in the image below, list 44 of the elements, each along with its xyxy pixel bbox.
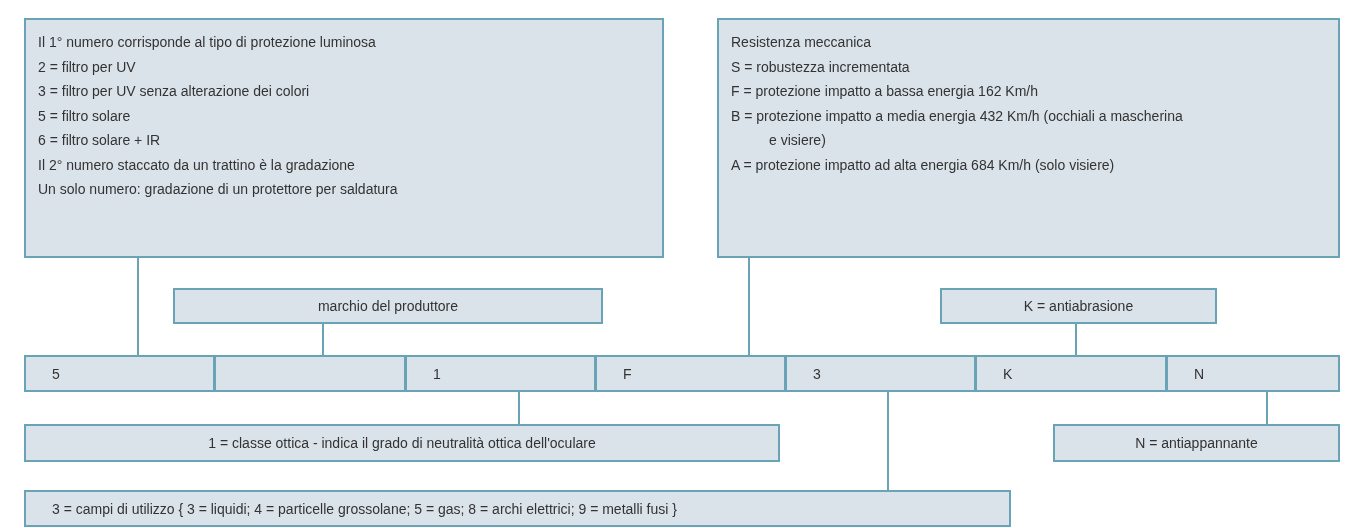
leader-line <box>1075 323 1077 356</box>
code-symbol: 3 <box>813 365 821 382</box>
legend-panel <box>24 424 780 462</box>
description-text: K = antiabrasione <box>1023 298 1134 314</box>
code-cell <box>785 355 976 392</box>
code-cell <box>595 355 786 392</box>
description-text: N = antiappannante <box>1135 435 1258 451</box>
code-cell <box>975 355 1167 392</box>
description-text: 2 = filtro per UV <box>38 57 136 77</box>
description-text: 1 = classe ottica - indica il grado di neutralità ottica dell'oculare <box>208 435 596 451</box>
description-text: 3 = filtro per UV senza alterazione dei colori <box>38 82 310 101</box>
leader-line <box>518 391 520 425</box>
code-symbol: 1 <box>433 365 441 382</box>
description-text: A = protezione impatto ad alta energia 684 Km/h (solo visiere) <box>731 155 1115 175</box>
legend-panel <box>173 288 603 324</box>
description-text: S = robustezza incrementata <box>731 57 910 77</box>
leader-line <box>887 391 889 491</box>
description-text: B = protezione impatto a media energia 432 Km/h (occhiali a mascherina e visiere) <box>731 106 1184 150</box>
legend-panel <box>940 288 1217 324</box>
legend-panel <box>24 490 1011 527</box>
description-text: 6 = filtro solare + IR <box>38 131 161 150</box>
description-text: Un solo numero: gradazione di un protettore per saldatura <box>38 180 398 199</box>
code-cell <box>24 355 215 392</box>
leader-line <box>137 257 139 356</box>
leader-line <box>748 257 750 356</box>
code-symbol: 5 <box>52 365 60 382</box>
heading-text: Resistenza meccanica <box>731 33 872 52</box>
legend-panel <box>717 18 1340 258</box>
description-text: F = protezione impatto a bassa energia 162 Km/h <box>731 82 1038 101</box>
description-text: Il 2° numero staccato da un trattino è la gradazione <box>38 155 355 175</box>
description-text: 5 = filtro solare <box>38 106 131 126</box>
legend-panel <box>1053 424 1340 462</box>
code-cell <box>405 355 596 392</box>
code-symbol: F <box>623 365 632 382</box>
leader-line <box>322 323 324 356</box>
code-cell <box>214 355 406 392</box>
description-text: marchio del produttore <box>317 298 459 314</box>
code-symbol: N <box>1194 365 1205 382</box>
legend-panel <box>24 18 664 258</box>
code-cell <box>1166 355 1340 392</box>
description-text: 3 = campi di utilizzo { 3 = liquidi; 4 = particelle grossolane; 5 = gas; 8 = archi elettrici; 9 = metalli fusi } <box>52 500 677 517</box>
code-symbol: K <box>1003 365 1013 382</box>
leader-line <box>1266 391 1268 425</box>
description-text: Il 1° numero corrisponde al tipo di protezione luminosa <box>38 33 376 52</box>
